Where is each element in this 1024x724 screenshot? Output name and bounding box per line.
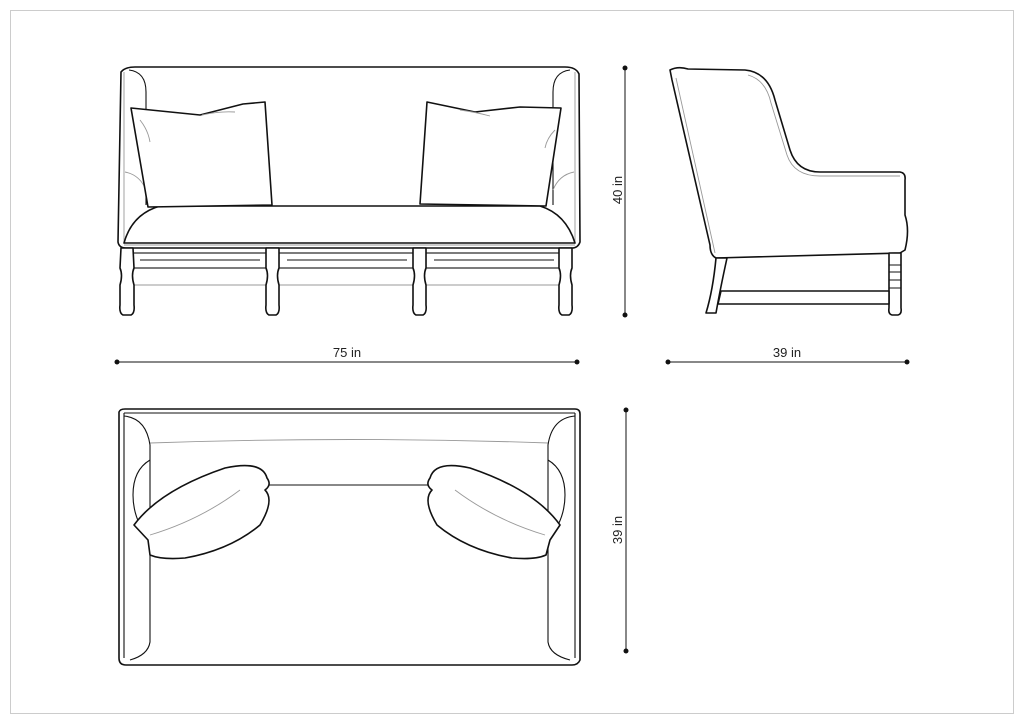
top-right-pillow [427, 464, 561, 560]
left-pillow [130, 101, 273, 208]
top-left-pillow [133, 464, 270, 560]
front-view [117, 66, 581, 316]
dim-top-depth: 39 in [610, 407, 629, 654]
page-frame [10, 10, 1014, 714]
side-depth-label: 39 in [773, 345, 801, 360]
dim-front-height: 40 in [610, 65, 628, 318]
front-height-label: 40 in [610, 176, 625, 204]
front-width-label: 75 in [333, 345, 361, 360]
top-view [118, 408, 581, 666]
dim-side-depth: 39 in [665, 345, 910, 365]
dim-front-width: 75 in [114, 345, 580, 365]
right-pillow [419, 101, 562, 207]
top-depth-label: 39 in [610, 516, 625, 544]
side-view [669, 66, 909, 316]
